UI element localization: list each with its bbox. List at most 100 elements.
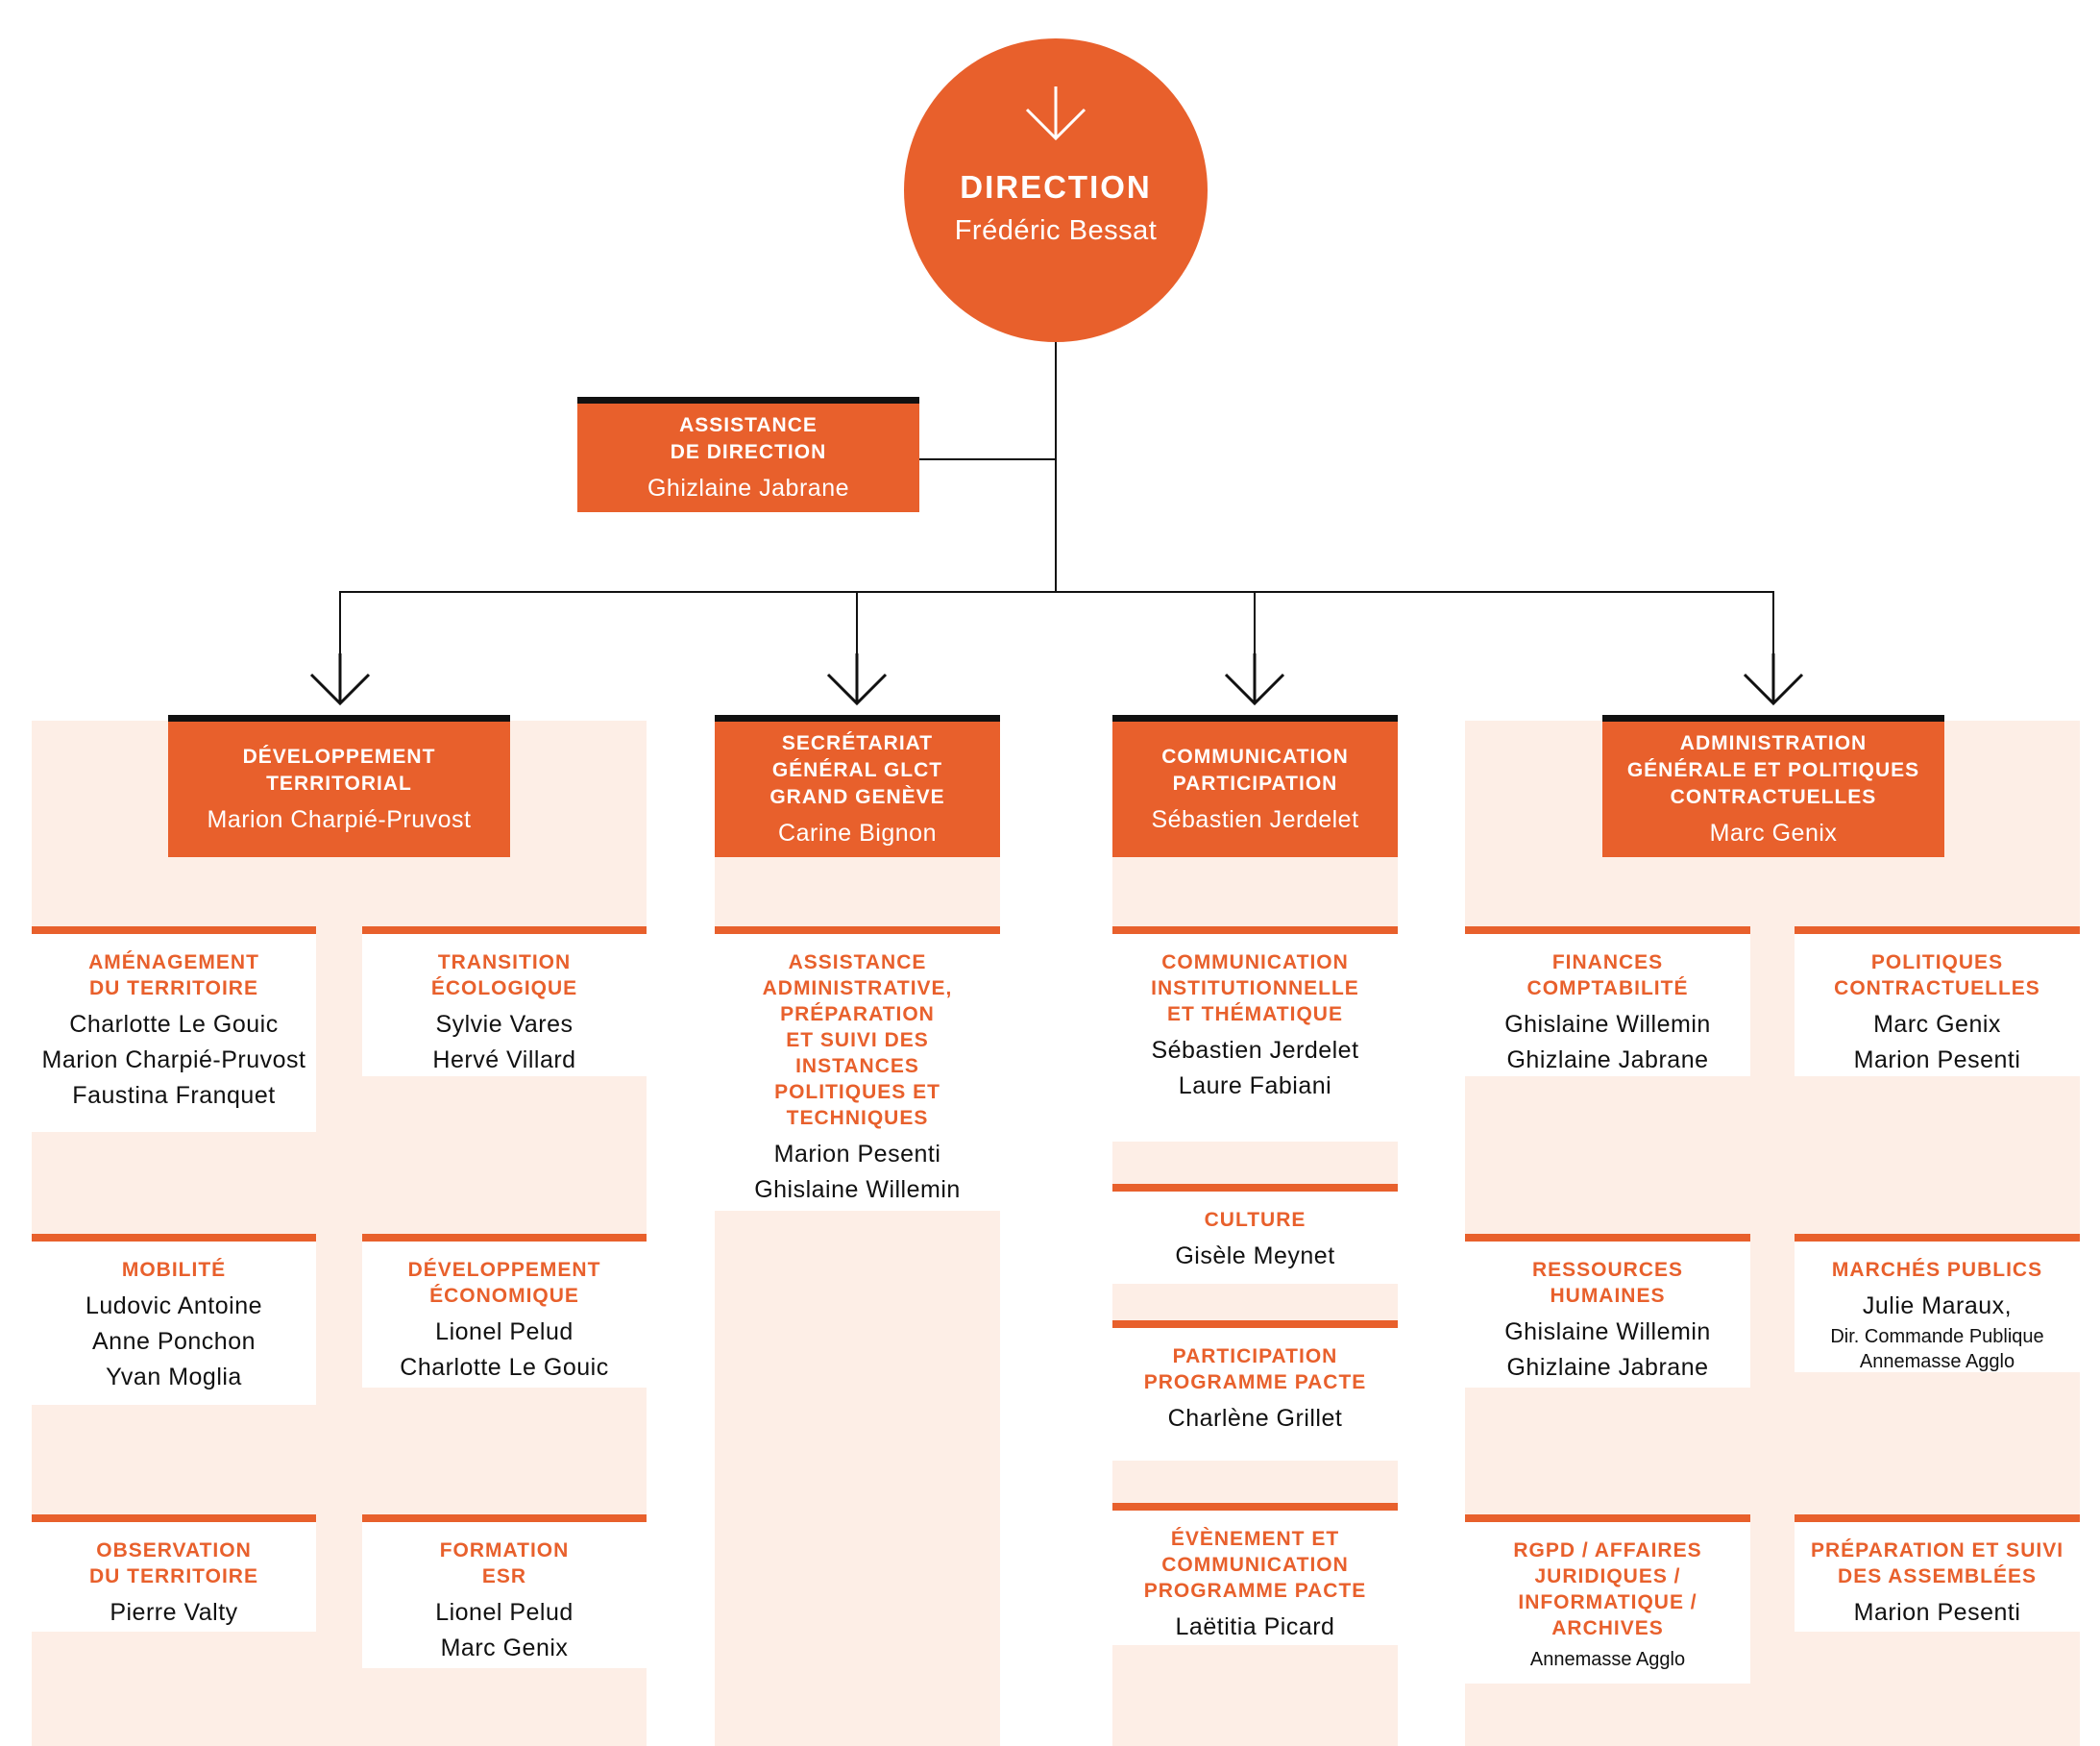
service-members: Gisèle Meynet xyxy=(1175,1239,1334,1274)
member-name: Faustina Franquet xyxy=(72,1082,276,1109)
service-title: ÉVÈNEMENT ET COMMUNICATION PROGRAMME PAC… xyxy=(1143,1528,1367,1602)
service-participation: PARTICIPATION PROGRAMME PACTE Charlène Gr… xyxy=(1112,1320,1398,1461)
member-name: Ludovic Antoine xyxy=(85,1292,263,1319)
service-title: CULTURE xyxy=(1204,1209,1306,1231)
member-name: Gisèle Meynet xyxy=(1175,1242,1335,1269)
service-title: OBSERVATION DU TERRITOIRE xyxy=(89,1539,258,1587)
service-title: POLITIQUES CONTRACTUELLES xyxy=(1834,951,2040,999)
service-members: Pierre Valty xyxy=(110,1595,237,1631)
member-name: Yvan Moglia xyxy=(106,1364,242,1390)
member-note: Annemasse Agglo xyxy=(1529,1649,1686,1670)
member-name: Ghislaine Willemin xyxy=(754,1176,961,1203)
department-head: Carine Bignon xyxy=(778,819,937,847)
service-rgpd: RGPD / AFFAIRES JURIDIQUES / INFORMATIQU… xyxy=(1465,1514,1750,1684)
member-note: Dir. Commande Publique xyxy=(1830,1326,2044,1347)
connector-dept-3 xyxy=(1254,591,1256,697)
member-name: Marc Genix xyxy=(1873,1011,2001,1038)
member-name: Ghizlaine Jabrane xyxy=(1506,1354,1709,1381)
direction-name: Frédéric Bessat xyxy=(954,214,1158,246)
service-culture: CULTURE Gisèle Meynet xyxy=(1112,1184,1398,1284)
member-name: Marion Pesenti xyxy=(773,1141,941,1168)
connector-vertical-main xyxy=(1055,341,1057,593)
department-communication: COMMUNICATION PARTICIPATION Sébastien Je… xyxy=(1112,715,1398,857)
column-bg-secretariat xyxy=(715,721,1000,1746)
member-name: Lionel Pelud xyxy=(435,1318,574,1345)
service-assemblees: PRÉPARATION ET SUIVI DES ASSEMBLÉES Mario… xyxy=(1795,1514,2080,1632)
department-developpement: DÉVELOPPEMENT TERRITORIAL Marion Charpié… xyxy=(168,715,510,857)
department-head: Sébastien Jerdelet xyxy=(1151,805,1359,833)
service-observation: OBSERVATION DU TERRITOIRE Pierre Valty xyxy=(32,1514,316,1632)
service-evenement: ÉVÈNEMENT ET COMMUNICATION PROGRAMME PAC… xyxy=(1112,1503,1398,1645)
member-name: Sébastien Jerdelet xyxy=(1151,1037,1359,1064)
service-title: PARTICIPATION PROGRAMME PACTE xyxy=(1143,1345,1367,1393)
arrow-down-icon xyxy=(1025,86,1087,141)
member-name: Hervé Villard xyxy=(432,1046,576,1073)
arrow-down-icon xyxy=(309,653,371,706)
member-name: Ghislaine Willemin xyxy=(1504,1011,1711,1038)
assistant-node: ASSISTANCE DE DIRECTION Ghizlaine Jabran… xyxy=(577,397,919,512)
service-title: AMÉNAGEMENT DU TERRITOIRE xyxy=(88,951,259,999)
direction-title: DIRECTION xyxy=(960,168,1152,205)
arrow-down-icon xyxy=(826,653,888,706)
member-note: Annemasse Agglo xyxy=(1859,1351,2015,1372)
department-title: ADMINISTRATION GÉNÉRALE ET POLITIQUES CO… xyxy=(1626,731,1920,808)
arrow-down-icon xyxy=(1224,653,1285,706)
service-members: Annemasse Agglo xyxy=(1530,1647,1685,1672)
service-title: RESSOURCES HUMAINES xyxy=(1531,1259,1684,1307)
service-title: COMMUNICATION INSTITUTIONNELLE ET THÉMAT… xyxy=(1151,951,1359,1025)
member-name: Marion Pesenti xyxy=(1853,1599,2021,1626)
member-name: Marion Charpié-Pruvost xyxy=(41,1046,306,1073)
member-name: Julie Maraux, xyxy=(1862,1292,2013,1319)
service-title: ASSISTANCE ADMINISTRATIVE, PRÉPARATION E… xyxy=(762,951,953,1129)
member-name: Lionel Pelud xyxy=(435,1599,574,1626)
service-title: TRANSITION ÉCOLOGIQUE xyxy=(430,951,578,999)
member-name: Charlène Grillet xyxy=(1167,1405,1343,1432)
service-title: PRÉPARATION ET SUIVI DES ASSEMBLÉES xyxy=(1810,1539,2064,1587)
service-title: MARCHÉS PUBLICS xyxy=(1831,1259,2043,1281)
connector-dept-4 xyxy=(1772,591,1774,697)
member-name: Laure Fabiani xyxy=(1178,1072,1332,1099)
member-name: Anne Ponchon xyxy=(91,1328,256,1355)
connector-assistant xyxy=(918,458,1056,460)
service-assistance-admin: ASSISTANCE ADMINISTRATIVE, PRÉPARATION E… xyxy=(715,926,1000,1211)
service-title: FINANCES COMPTABILITÉ xyxy=(1526,951,1689,999)
connector-dept-2 xyxy=(856,591,858,697)
department-head: Marc Genix xyxy=(1709,819,1838,847)
member-name: Ghizlaine Jabrane xyxy=(1506,1046,1709,1073)
service-title: DÉVELOPPEMENT ÉCONOMIQUE xyxy=(407,1259,601,1307)
service-title: MOBILITÉ xyxy=(121,1259,227,1281)
member-name: Marc Genix xyxy=(440,1635,569,1661)
member-name: Marion Pesenti xyxy=(1853,1046,2021,1073)
department-administration: ADMINISTRATION GÉNÉRALE ET POLITIQUES CO… xyxy=(1602,715,1944,857)
service-title: FORMATION ESR xyxy=(439,1539,570,1587)
member-name: Charlotte Le Gouic xyxy=(400,1354,609,1381)
member-name: Sylvie Vares xyxy=(435,1011,574,1038)
assistant-name: Ghizlaine Jabrane xyxy=(647,474,849,502)
member-name: Pierre Valty xyxy=(110,1599,238,1626)
service-members: Marion Pesenti xyxy=(1854,1595,2021,1631)
service-title: RGPD / AFFAIRES JURIDIQUES / INFORMATIQU… xyxy=(1513,1539,1702,1639)
connector-horizontal xyxy=(339,591,1774,593)
service-members: Charlène Grillet xyxy=(1168,1401,1343,1437)
member-name: Ghislaine Willemin xyxy=(1504,1318,1711,1345)
service-comm-inst: COMMUNICATION INSTITUTIONNELLE ET THÉMAT… xyxy=(1112,926,1398,1142)
member-name: Laëtitia Picard xyxy=(1175,1613,1335,1640)
department-secretariat: SECRÉTARIAT GÉNÉRAL GLCT GRAND GENÈVE Ca… xyxy=(715,715,1000,857)
